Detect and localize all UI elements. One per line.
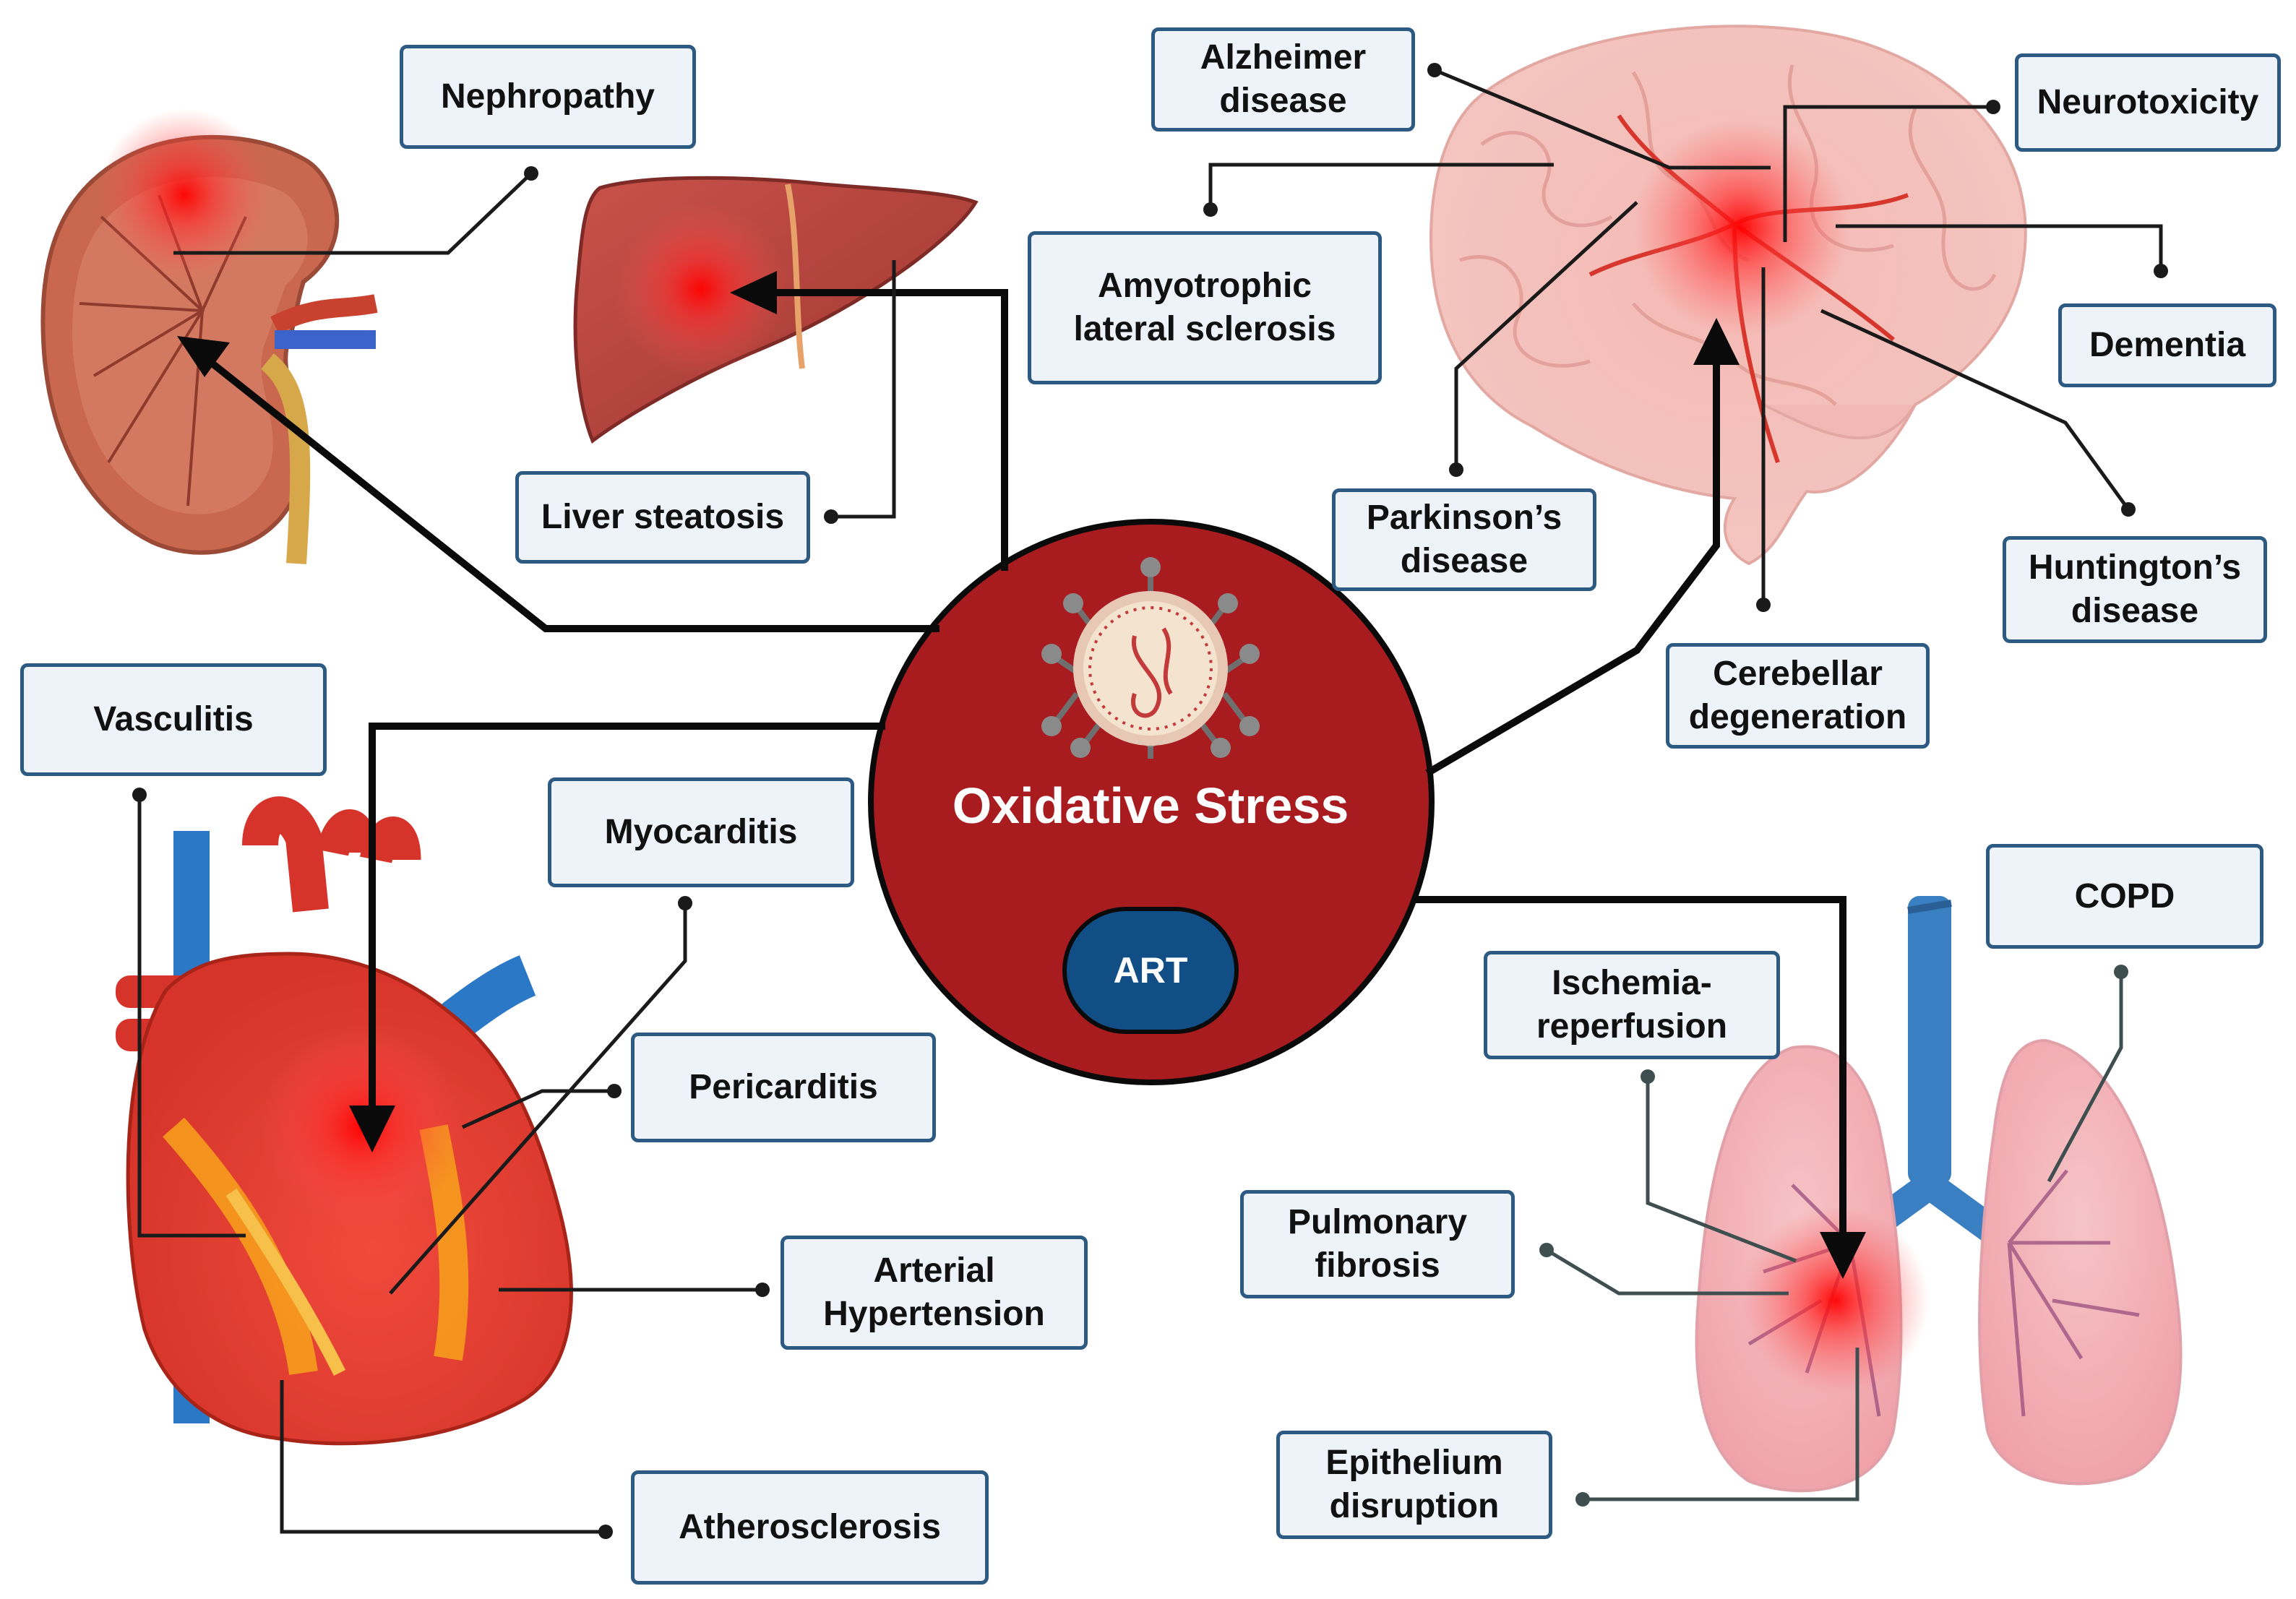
label-line: disease [1400,542,1528,580]
leader-liver-steatosis [831,260,896,519]
kidney-illustration [40,108,378,564]
label-cerebellar-degeneration: Cerebellar degeneration [1666,643,1930,749]
arrow-to-kidney [207,358,940,632]
leader-epithelium [1583,1348,1859,1501]
label-line: Hypertension [823,1295,1045,1333]
label-amyotrophic-lateral-sclerosis: Amyotrophic lateral sclerosis [1028,231,1382,384]
label-copd: COPD [1986,844,2263,949]
leader-parkinsons [1454,201,1638,470]
arrowhead-liver [730,271,777,314]
label-line: lateral sclerosis [1073,310,1336,348]
leader-pericarditis [461,1089,614,1129]
label-line: Atherosclerosis [679,1508,941,1546]
label-arterial-hypertension: Arterial Hypertension [781,1236,1088,1350]
label-line: Arterial [873,1251,995,1290]
label-neurotoxicity: Neurotoxicity [2015,53,2281,152]
leader-pulmonary-fibrosis [1545,1248,1789,1296]
label-line: Neurotoxicity [2037,83,2259,121]
label-parkinsons-disease: Parkinson’s disease [1332,488,1596,591]
label-dementia: Dementia [2058,303,2276,387]
label-line: Myocarditis [604,813,798,851]
label-line: COPD [2074,876,2175,915]
label-vasculitis: Vasculitis [20,663,327,776]
arrow-to-lungs [1413,896,1846,1243]
leader-alzheimer [1434,68,1771,170]
leader-als [1208,163,1554,210]
label-line: Nephropathy [440,77,655,116]
label-line: Amyotrophic [1097,267,1312,305]
art-badge: ART [1062,907,1239,1034]
oxidative-stress-hub [868,519,1435,1085]
label-liver-steatosis: Liver steatosis [515,471,810,564]
label-line: Huntington’s [2028,548,2242,587]
virus-icon [1041,557,1260,759]
label-ischemia-reperfusion: Ischemia- reperfusion [1484,951,1780,1059]
label-pericarditis: Pericarditis [631,1033,936,1142]
leader-neurotoxicity [1783,105,1993,242]
leader-atherosclerosis [280,1380,606,1534]
leader-myocarditis [389,903,687,1295]
label-line: Epithelium [1325,1444,1503,1482]
label-line: Vasculitis [93,700,254,738]
label-nephropathy: Nephropathy [400,45,696,149]
label-myocarditis: Myocarditis [548,777,854,887]
label-line: Parkinson’s [1366,499,1562,537]
label-line: Cerebellar [1713,655,1883,693]
arrow-to-liver [770,289,1008,571]
label-pulmonary-fibrosis: Pulmonary fibrosis [1240,1190,1515,1298]
arrow-to-brain [1425,361,1720,777]
brain-illustration [1429,25,2027,566]
arrowhead-lungs [1820,1232,1866,1279]
leader-nephropathy [173,172,533,255]
arrowhead-brain [1693,318,1740,365]
arrow-to-heart [369,723,885,1116]
arrowhead-kidney [177,336,230,377]
label-line: reperfusion [1536,1007,1728,1046]
leader-dementia [1836,224,2163,271]
label-line: fibrosis [1315,1246,1440,1285]
arrowhead-heart [349,1105,395,1152]
leader-copd [2047,972,2123,1183]
label-line: disruption [1329,1487,1500,1525]
label-line: degeneration [1688,698,1907,736]
label-line: Dementia [2089,326,2246,364]
label-line: disease [1219,82,1347,120]
label-line: Pericarditis [689,1068,878,1106]
leader-vasculitis [137,795,246,1238]
heart-illustration [116,796,573,1446]
label-alzheimer-disease: Alzheimer disease [1151,27,1415,132]
leader-ischemia [1646,1077,1797,1263]
lungs-illustration [1695,896,2183,1493]
label-epithelium-disruption: Epithelium disruption [1276,1431,1552,1539]
label-line: Pulmonary [1287,1203,1468,1241]
hub-title: Oxidative Stress [952,777,1349,834]
leader-huntingtons [1820,309,2131,511]
label-line: Alzheimer [1200,38,1367,77]
label-huntingtons-disease: Huntington’s disease [2003,536,2267,643]
label-atherosclerosis: Atherosclerosis [631,1470,989,1585]
label-line: disease [2071,592,2199,630]
label-line: Liver steatosis [541,498,785,536]
label-line: Ischemia- [1552,964,1712,1002]
